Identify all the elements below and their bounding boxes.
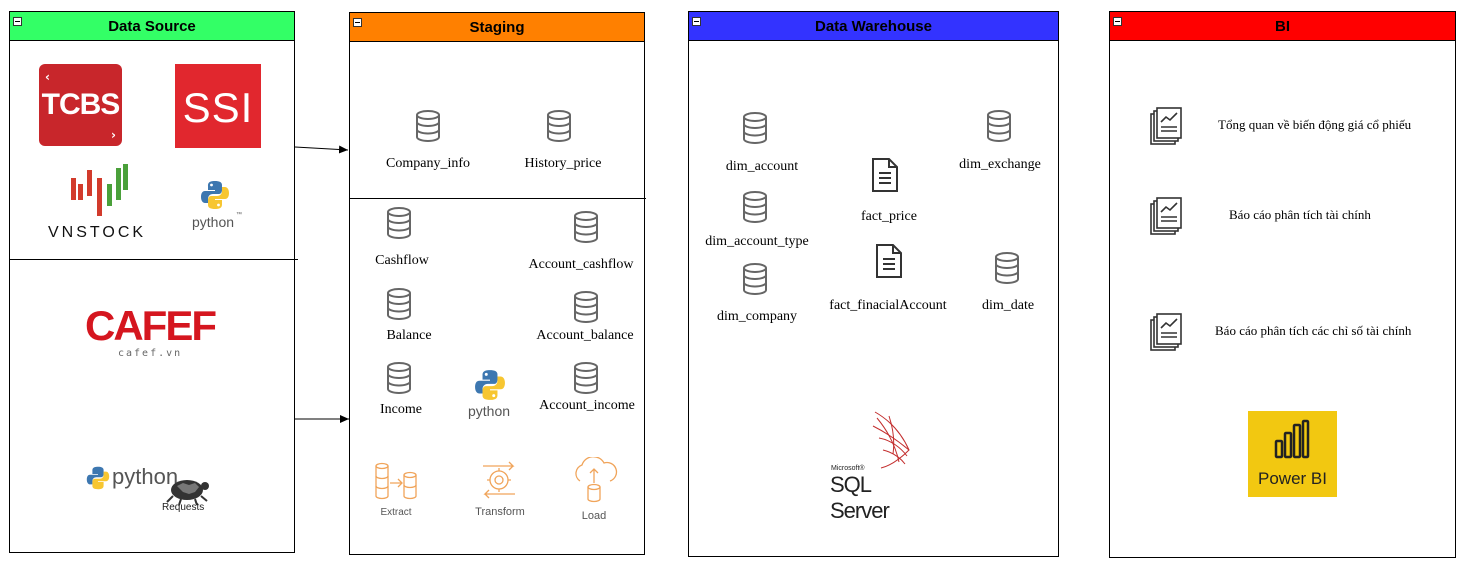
cafef-logo-subtext: cafef.vn [118, 348, 183, 359]
report-icon [1149, 312, 1185, 359]
sql-server-text: SQL Server [830, 472, 890, 523]
document-icon [872, 158, 898, 192]
database-icon [572, 210, 600, 249]
ssi-logo: SSI [175, 64, 261, 148]
chevron-right-icon: › [111, 128, 116, 142]
collapse-icon[interactable] [692, 17, 701, 26]
staging-header: Staging [350, 13, 644, 42]
report-3-label: Báo cáo phân tích các chỉ số tài chính [1215, 323, 1412, 338]
sql-server-icon [872, 411, 910, 469]
dim-account-type-label: dim_account_type [705, 234, 809, 249]
vnstock-logo: VNSTOCK [45, 164, 150, 244]
python-requests-logo: python Requests [86, 462, 221, 522]
data-source-header: Data Source [10, 12, 294, 41]
history-price-label: History_price [524, 156, 602, 171]
transform-label: Transform [475, 506, 525, 518]
data-source-panel: Data Source TCBS ‹ › SSI VNSTOCK python [9, 11, 298, 553]
fact-price-label: fact_price [861, 209, 917, 224]
database-icon [572, 290, 600, 329]
python-icon [201, 181, 229, 209]
load-icon [575, 457, 618, 503]
database-icon [741, 262, 769, 301]
extract-icon [375, 462, 417, 500]
python-icon [475, 370, 505, 400]
bi-panel: BI Tổng quan về biến động giá cổ phiếu B… [1109, 11, 1456, 558]
staging-python-logo: python [466, 369, 524, 421]
python-logo: python ™ [190, 180, 250, 236]
database-icon [385, 361, 413, 400]
database-icon [741, 190, 769, 229]
database-icon [414, 109, 442, 148]
data-warehouse-title: Data Warehouse [815, 17, 932, 35]
extract-label: Extract [380, 507, 412, 518]
requests-python-text: python [112, 464, 179, 489]
chevron-left-icon: ‹ [45, 70, 50, 84]
cafef-logo-text: CafeF [85, 302, 217, 349]
staging-title: Staging [469, 18, 525, 36]
vnstock-bars-icon [71, 164, 128, 216]
bi-header: BI [1110, 12, 1455, 41]
tcbs-logo: TCBS ‹ › [39, 64, 122, 146]
account-cashflow-label: Account_cashflow [528, 257, 634, 272]
database-icon [545, 109, 573, 148]
python-logo-text: python [192, 214, 235, 230]
sql-microsoft-text: Microsoft® [831, 465, 865, 472]
python-icon [86, 466, 110, 490]
staging-divider [350, 198, 646, 199]
database-icon [385, 287, 413, 326]
database-icon [572, 361, 600, 400]
report-icon [1149, 196, 1185, 243]
dim-account-label: dim_account [725, 159, 799, 174]
fact-finacial-account-label: fact_finacialAccount [829, 298, 947, 313]
database-icon [985, 109, 1013, 148]
python-tm: ™ [236, 212, 242, 218]
collapse-icon[interactable] [13, 17, 22, 26]
ssi-logo-text: SSI [182, 84, 254, 131]
balance-label: Balance [386, 328, 432, 343]
arrow-source-to-staging-top [294, 145, 349, 154]
database-icon [993, 251, 1021, 290]
database-icon [385, 206, 413, 245]
report-2-label: Báo cáo phân tích tài chính [1229, 207, 1371, 222]
transform-icon [483, 461, 515, 499]
power-bi-logo: Power BI [1248, 411, 1337, 497]
report-icon [1149, 106, 1185, 153]
report-1-label: Tổng quan về biến động giá cổ phiếu [1218, 117, 1412, 132]
dim-company-label: dim_company [716, 309, 798, 324]
data-warehouse-panel: Data Warehouse dim_account dim_account_t… [688, 11, 1059, 557]
collapse-icon[interactable] [353, 18, 362, 27]
company-info-label: Company_info [386, 156, 470, 171]
cashflow-label: Cashflow [375, 253, 429, 268]
vnstock-logo-text: VNSTOCK [48, 224, 147, 241]
data-warehouse-header: Data Warehouse [689, 12, 1058, 41]
requests-label: Requests [162, 502, 205, 513]
bi-title: BI [1275, 17, 1290, 35]
data-source-divider [10, 259, 298, 260]
cafef-logo: CafeF cafef.vn [85, 302, 217, 364]
sql-server-logo: Microsoft® SQL Server [829, 410, 929, 523]
account-balance-label: Account_balance [536, 328, 634, 343]
staging-python-text: python [468, 403, 511, 419]
dim-exchange-label: dim_exchange [959, 157, 1041, 172]
income-label: Income [380, 402, 422, 417]
data-source-title: Data Source [108, 17, 196, 35]
collapse-icon[interactable] [1113, 17, 1122, 26]
tcbs-logo-text: TCBS [41, 88, 121, 121]
turtle-icon [166, 480, 209, 506]
account-income-label: Account_income [539, 398, 635, 413]
document-icon [876, 244, 902, 278]
database-icon [741, 111, 769, 150]
staging-panel: Staging Company_info History_price Cashf… [349, 12, 646, 555]
dim-date-label: dim_date [981, 298, 1035, 313]
power-bi-text: Power BI [1258, 469, 1327, 488]
load-label: Load [581, 510, 607, 522]
power-bi-icon [1274, 419, 1310, 459]
